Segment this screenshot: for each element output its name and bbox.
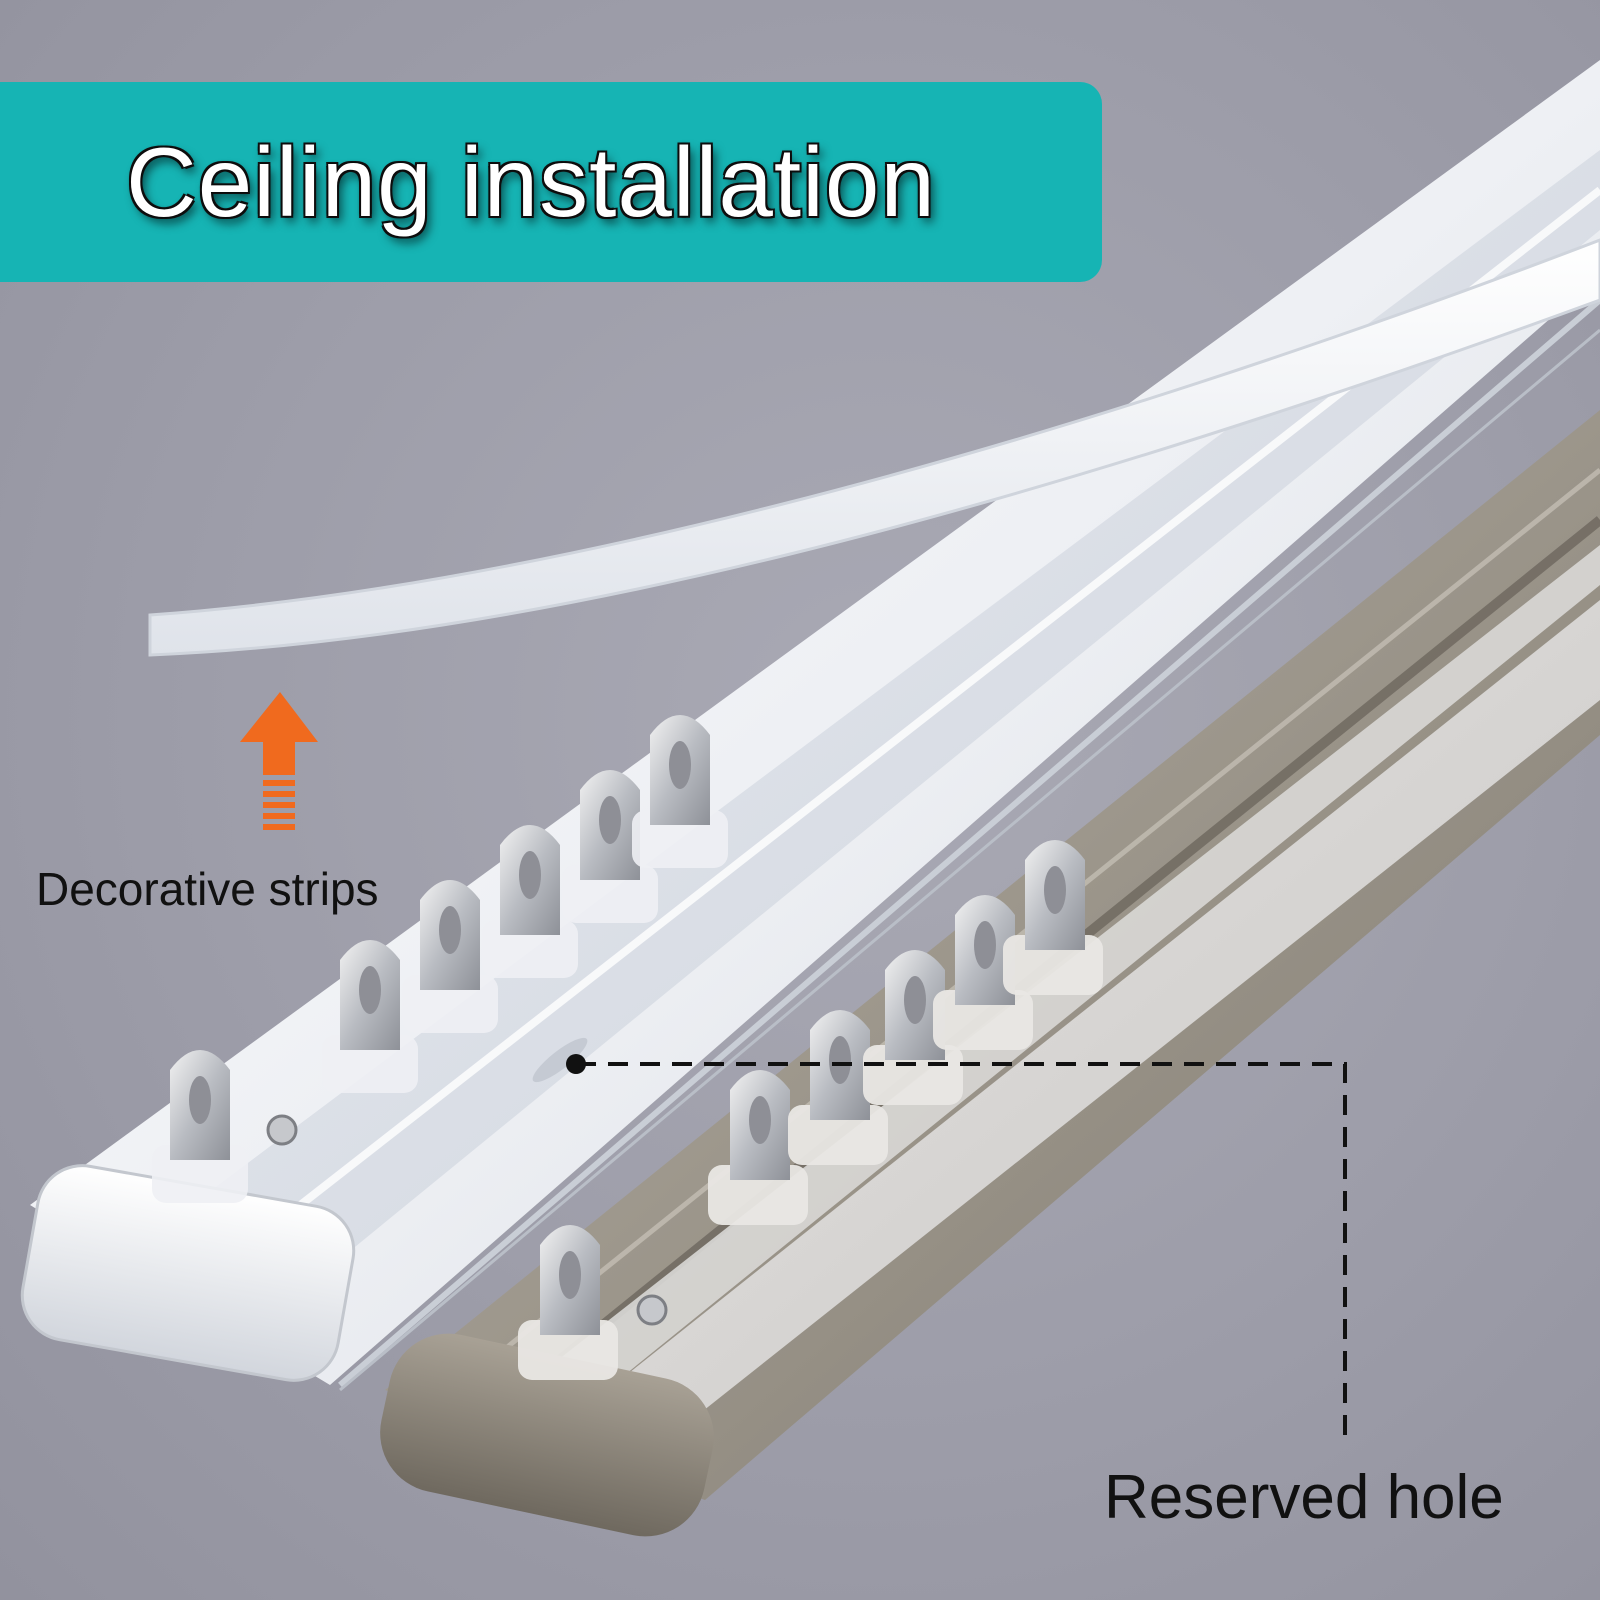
reserved-hole	[532, 1037, 588, 1083]
reserved-hole-pointer	[566, 1054, 1347, 1435]
page-title: Ceiling installation	[126, 127, 936, 237]
decorative-strips-label: Decorative strips	[36, 863, 379, 915]
decorative-strip	[148, 238, 1600, 657]
up-arrow-icon	[240, 692, 318, 830]
champagne-rail-end-cap	[380, 1333, 714, 1537]
reserved-hole-label: Reserved hole	[1104, 1463, 1504, 1532]
white-rail-hooks	[152, 715, 728, 1203]
champagne-rail-hooks	[518, 840, 1103, 1380]
title-banner: Ceiling installation	[0, 82, 1102, 282]
